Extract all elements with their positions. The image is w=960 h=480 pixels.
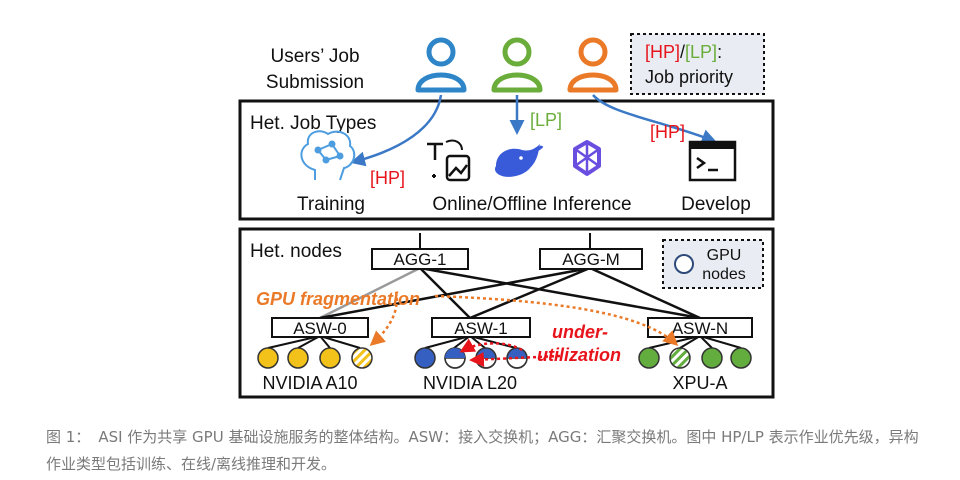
asw0-label: ASW-0	[293, 319, 347, 338]
lp-label: [LP]	[685, 42, 717, 62]
figure-number: 图 1：	[46, 428, 91, 446]
users-label-line1: Users’ Job	[270, 46, 359, 67]
colon-label: :	[717, 42, 722, 62]
asw1-label: ASW-1	[454, 319, 508, 338]
l20-label: NVIDIA L20	[423, 373, 517, 393]
underutil-label-line1: under-	[552, 322, 608, 342]
underutil-label-line2: utilization	[537, 345, 621, 365]
arrow-blue-to-training	[350, 94, 443, 167]
hp-label: [HP]	[645, 42, 680, 62]
aswn-label: ASW-N	[672, 319, 728, 338]
a10-label: NVIDIA A10	[262, 373, 357, 393]
inference-label: Online/Offline Inference	[432, 194, 631, 215]
figure-caption-text: ASI 作为共享 GPU 基础设施服务的整体结构。ASW：接入交换机；AGG：汇…	[46, 428, 919, 473]
qwen-star-icon	[573, 140, 601, 176]
users-label-line2: Submission	[266, 72, 364, 93]
xpu-label: XPU-A	[672, 373, 727, 393]
agg1-label: AGG-1	[394, 250, 447, 269]
neural-brain-icon	[300, 130, 356, 181]
user-icon-orange	[567, 37, 619, 93]
fragmentation-arrow-left	[369, 291, 399, 346]
gpu-node-fragmented	[669, 347, 691, 369]
arrow-orange-to-develop	[592, 94, 717, 144]
gpu-node	[257, 347, 279, 369]
aggm-label: AGG-M	[562, 250, 620, 269]
figure-caption: 图 1：ASI 作为共享 GPU 基础设施服务的整体结构。ASW：接入交换机；A…	[46, 424, 926, 478]
gpu-node	[730, 347, 752, 369]
aggm-switch	[539, 248, 643, 270]
gpu-legend-line2: nodes	[702, 266, 746, 283]
gpu-node-partial	[506, 347, 528, 369]
gpu-legend-line1: GPU	[707, 247, 742, 264]
priority-legend-box	[630, 33, 765, 95]
hp-develop-tag: [HP]	[650, 122, 685, 142]
asw0-switch	[271, 317, 369, 338]
fragmentation-label: GPU fragmentation	[256, 289, 420, 309]
underutil-arrow-1	[459, 338, 523, 353]
gpu-node	[701, 347, 723, 369]
develop-label: Develop	[681, 194, 751, 215]
gpu-node-fragmented	[351, 347, 373, 369]
user-icon-green	[491, 37, 543, 93]
gpu-node	[638, 347, 660, 369]
training-label: Training	[297, 194, 365, 215]
asw1-switch	[431, 317, 531, 338]
user-icon-blue	[415, 37, 467, 93]
underutil-arrow-2	[469, 351, 561, 367]
priority-legend-line2: Job priority	[645, 67, 733, 87]
text-to-image-icon	[427, 139, 471, 182]
a10-gpu-group	[257, 347, 373, 369]
asi-architecture-diagram: Users’ Job Submission [HP]/[LP]: Job pri…	[238, 33, 775, 399]
lp-inference-tag: [LP]	[530, 110, 562, 130]
xpu-gpu-group	[638, 347, 752, 369]
deepseek-whale-icon	[494, 144, 544, 177]
slash-label: /	[680, 42, 685, 62]
hp-training-tag: [HP]	[370, 168, 405, 188]
gpu-node	[287, 347, 309, 369]
terminal-icon	[688, 140, 737, 182]
agg-asw-links	[319, 266, 701, 320]
agg1-switch	[371, 248, 469, 270]
gpu-node	[319, 347, 341, 369]
nodes-title: Het. nodes	[250, 241, 342, 262]
gpu-node	[414, 347, 436, 369]
gpu-legend-circle	[674, 254, 694, 274]
fragmentation-arrow-right	[434, 294, 679, 347]
job-types-title: Het. Job Types	[250, 113, 376, 134]
priority-legend-line1: [HP]/[LP]:	[645, 42, 722, 62]
